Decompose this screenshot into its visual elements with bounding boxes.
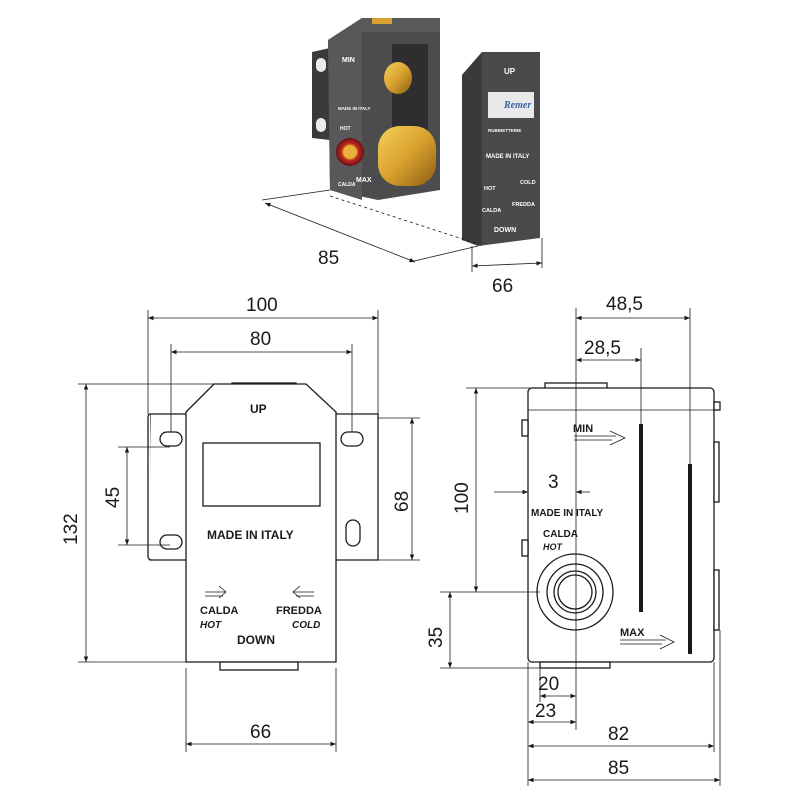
iso-min-label: MIN	[342, 57, 355, 64]
iso-valve-body: MIN MADE IN ITALY HOT CALDA MAX	[312, 18, 440, 200]
dim-side-b1: 20	[538, 674, 559, 695]
iso-cover-down-label: DOWN	[494, 227, 516, 234]
side-made-label: MADE IN ITALY	[531, 508, 604, 519]
front-fredda-label: FREDDA	[276, 605, 322, 617]
front-down-label: DOWN	[237, 633, 275, 647]
iso-cover-calda-label: CALDA	[482, 208, 501, 214]
dim-iso-depth: 85	[318, 248, 339, 269]
right-arrow-icon	[205, 585, 227, 599]
iso-render: MIN MADE IN ITALY HOT CALDA MAX UP Remer…	[261, 18, 543, 297]
iso-cover-cold-label: COLD	[520, 180, 536, 186]
iso-cover-up-label: UP	[504, 67, 516, 76]
iso-cover: UP Remer RUBINETTERIE MADE IN ITALY HOT …	[462, 52, 540, 246]
side-min-label: MIN	[573, 423, 593, 435]
side-max-label: MAX	[620, 627, 645, 639]
dim-front-slot: 45	[103, 487, 124, 508]
dim-front-width: 100	[246, 295, 278, 316]
dim-side-total: 85	[608, 758, 629, 779]
front-view: UP MADE IN ITALY CALDA HOT FREDDA COLD D…	[61, 295, 420, 752]
side-calda-label: CALDA	[543, 529, 578, 540]
front-made-label: MADE IN ITALY	[207, 528, 294, 542]
dim-side-top-inner: 28,5	[584, 338, 621, 359]
brass-cartridge-top	[384, 62, 412, 94]
iso-cover-fredda-label: FREDDA	[512, 202, 535, 208]
dim-side-offset: 3	[548, 472, 559, 493]
brand-logo-plate	[488, 92, 534, 118]
dim-front-bottom: 66	[250, 722, 271, 743]
dim-iso-cover-depth: 66	[492, 276, 513, 297]
brand-sub-text: RUBINETTERIE	[488, 128, 521, 133]
dim-side-inlet: 35	[426, 627, 447, 648]
min-arrow-icon	[574, 430, 626, 446]
iso-made-label: MADE IN ITALY	[338, 106, 371, 111]
front-logo-window	[202, 442, 321, 507]
side-hot-label: HOT	[543, 542, 564, 552]
dim-side-height: 100	[452, 482, 473, 514]
front-dimensions: 100 80 132 45 68 66	[61, 295, 420, 752]
left-arrow-icon	[292, 585, 314, 599]
iso-max-label: MAX	[356, 177, 372, 184]
brand-logo-text: Remer	[503, 100, 531, 111]
dim-front-height: 132	[61, 513, 82, 545]
dim-side-total-inner: 82	[608, 724, 629, 745]
iso-cover-made-label: MADE IN ITALY	[486, 154, 529, 160]
side-view: MIN MADE IN ITALY CALDA HOT MAX 48,5 28,…	[426, 294, 721, 786]
iso-dimensions: 85 66	[261, 189, 543, 297]
max-arrow-icon	[620, 634, 675, 650]
dim-front-holes: 80	[250, 329, 271, 350]
dim-side-top-outer: 48,5	[606, 294, 643, 315]
iso-calda-label: CALDA	[338, 182, 356, 188]
iso-cover-hot-label: HOT	[484, 186, 496, 192]
dim-side-b2: 23	[535, 701, 556, 722]
hot-inlet-ring	[336, 138, 364, 166]
iso-hot-label: HOT	[340, 126, 351, 132]
front-calda-label: CALDA	[200, 605, 239, 617]
side-dimensions: 48,5 28,5 3 100 35 20 23 82	[426, 294, 721, 786]
front-hot-label: HOT	[200, 620, 222, 631]
dim-front-right: 68	[392, 491, 413, 512]
front-up-label: UP	[250, 402, 267, 416]
front-cold-label: COLD	[292, 620, 320, 631]
brass-cartridge-bottom	[378, 126, 436, 186]
